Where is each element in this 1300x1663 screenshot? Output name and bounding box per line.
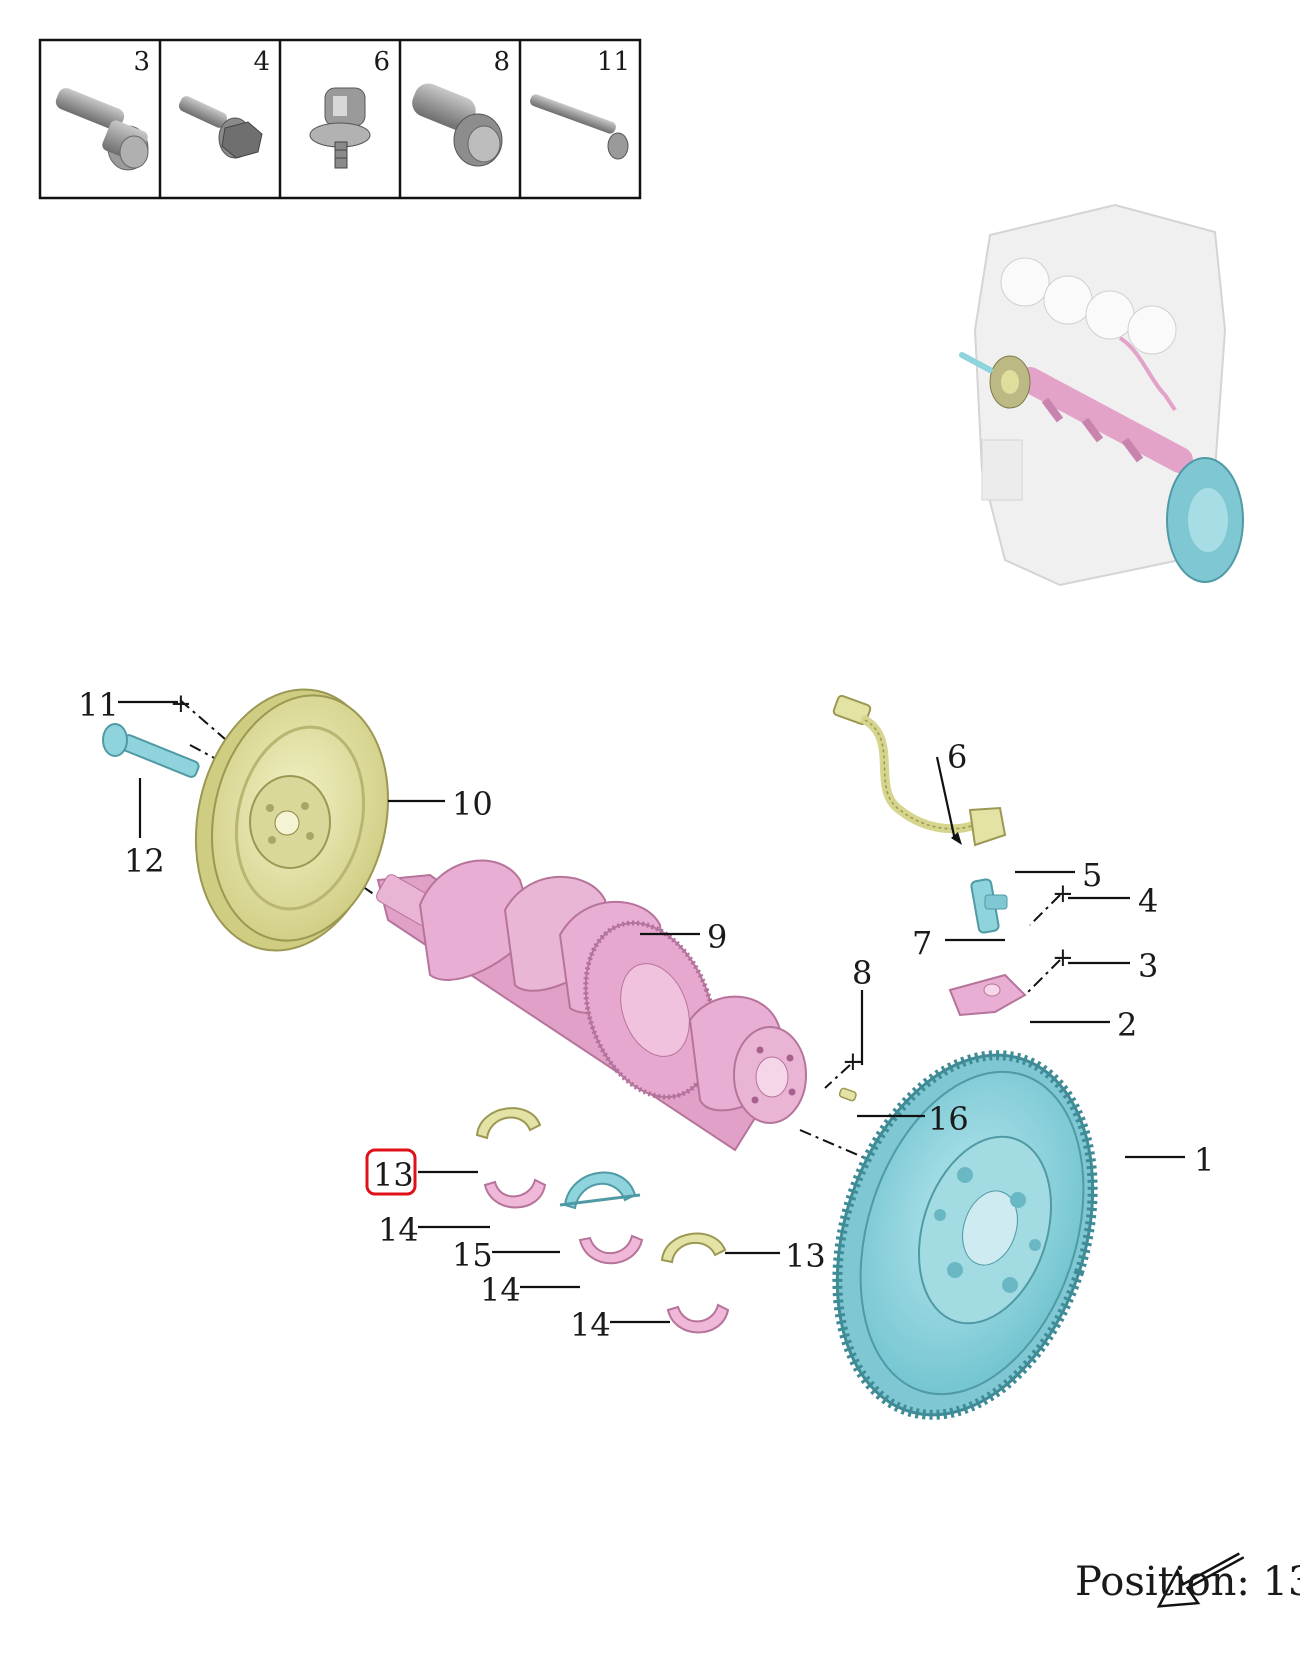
bearing-shells [475,1107,730,1334]
thrust-bearing-shell[interactable] [559,1171,641,1210]
crankshaft-part[interactable] [374,859,807,1152]
position-label: Position: 13 [1075,1559,1300,1605]
callout-14[interactable]: 14 [480,1271,521,1309]
cross-marker-8: + [842,1047,864,1077]
hardware-number: 8 [493,47,510,77]
callout-9[interactable]: 9 [707,918,727,956]
callout-13: 13 [373,1156,414,1194]
stud-bracket-bolt-icon [309,87,371,169]
vibration-damper-part[interactable] [173,672,410,968]
engine-locator-view [959,203,1244,587]
callout-5[interactable]: 5 [1082,856,1102,894]
selection-highlight [365,1148,417,1196]
cross-marker-3: + [1052,943,1074,973]
dowel-pin-part[interactable] [838,1087,857,1102]
lower-bearing-shell-a[interactable] [483,1178,547,1209]
position-indicator: Position: 13 [1075,1552,1300,1608]
hardware-cell-3[interactable]: 3 [53,47,150,171]
hardware-number: 6 [373,47,390,77]
damper-bolt-part[interactable] [102,723,200,778]
hex-flange-bolt-icon [178,96,263,159]
callout-15[interactable]: 15 [452,1236,493,1274]
callout-3[interactable]: 3 [1138,947,1158,985]
hardware-number: 11 [597,47,630,77]
callout-6[interactable]: 6 [947,738,967,776]
callout-14[interactable]: 14 [570,1306,611,1344]
callout-11[interactable]: 11 [78,686,119,724]
flywheel-part[interactable] [794,1022,1137,1448]
sensor-bracket-part[interactable] [948,973,1027,1017]
upper-bearing-shell-a[interactable] [475,1107,542,1140]
callout-4[interactable]: 4 [1138,882,1158,920]
upper-bearing-shell-b[interactable] [660,1232,727,1264]
callout-16[interactable]: 16 [928,1100,969,1138]
hardware-number: 3 [133,47,150,77]
callout-2[interactable]: 2 [1117,1006,1137,1044]
cross-marker-11: + [170,689,192,719]
lower-bearing-shell-c[interactable] [666,1303,730,1334]
callout-numbers: 11 12 10 9 6 5 4 7 3 2 8 16 1 13 14 15 1… [78,686,1214,1344]
long-spline-bolt-icon [530,94,629,160]
hardware-number: 4 [253,47,270,77]
hardware-cell-11[interactable]: 11 [529,47,630,160]
callout-14[interactable]: 14 [378,1211,419,1249]
lower-bearing-shell-b[interactable] [578,1234,644,1265]
crank-position-sensor-part[interactable] [968,806,1007,847]
sensor-harness-part[interactable] [832,694,990,834]
hardware-cell-4[interactable]: 4 [177,47,270,159]
hardware-table: 3 4 6 [38,38,642,200]
callout-13[interactable]: 13 [785,1237,826,1275]
hardware-cell-6[interactable]: 6 [309,47,390,169]
callout-13-selected[interactable]: 13 [365,1148,417,1196]
callout-8[interactable]: 8 [852,954,872,992]
socket-cap-bolt-icon [55,88,149,171]
callout-1[interactable]: 1 [1194,1141,1214,1179]
speed-sensor-part[interactable] [970,878,1008,934]
callout-10[interactable]: 10 [452,785,493,823]
pointer-arrow-icon [1156,1552,1245,1608]
callout-12[interactable]: 12 [124,842,165,880]
hardware-cell-8[interactable]: 8 [408,47,510,167]
cross-marker-4: + [1052,879,1074,909]
callout-7[interactable]: 7 [912,924,932,962]
callout-leaders [118,700,1185,1324]
torx-flange-bolt-icon [412,83,503,167]
